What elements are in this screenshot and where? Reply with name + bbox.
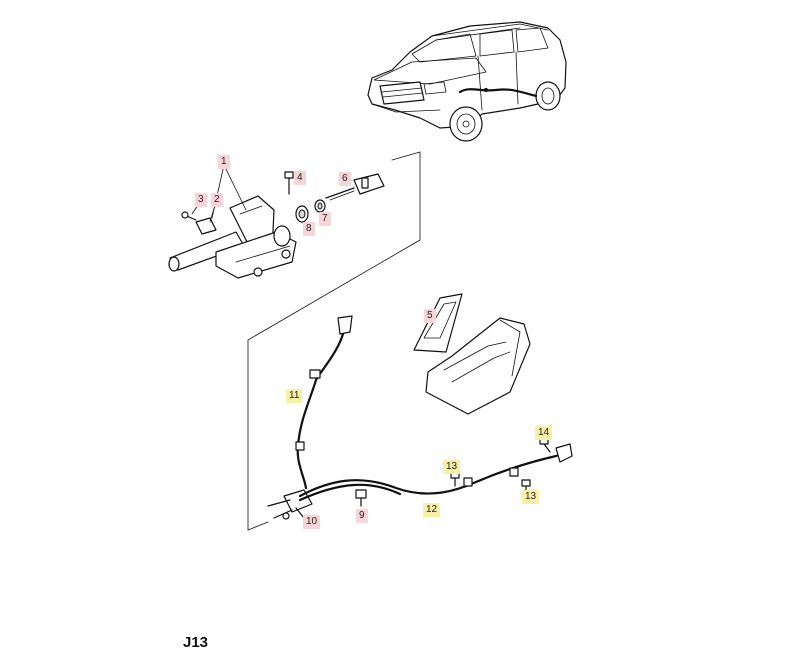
hand-brake-lever xyxy=(168,195,297,279)
console-trim xyxy=(413,293,531,415)
callout-3: 3 xyxy=(195,193,207,207)
bushing-item-7 xyxy=(314,199,326,213)
callout-6: 6 xyxy=(339,172,351,186)
assembly-frame xyxy=(247,151,421,531)
callout-10: 10 xyxy=(303,515,321,529)
adjuster-rod-item-6 xyxy=(325,173,385,201)
rear-cable-item-12 xyxy=(298,443,573,502)
callout-1: 1 xyxy=(218,155,230,169)
callout-4: 4 xyxy=(294,171,306,185)
callout-9: 9 xyxy=(356,509,368,523)
diagram-code: J13 xyxy=(183,634,209,651)
callout-5: 5 xyxy=(424,309,436,323)
nut-item-8 xyxy=(295,205,309,223)
callout-13-lower: 13 xyxy=(522,490,540,504)
nut-item-9 xyxy=(355,489,367,507)
callout-7: 7 xyxy=(319,212,331,226)
callout-14: 14 xyxy=(535,426,553,440)
equalizer-item-10 xyxy=(267,489,313,529)
bolt-item-4 xyxy=(284,171,294,195)
callout-12: 12 xyxy=(423,503,441,517)
bolt-item-13-upper xyxy=(450,471,460,487)
bolt-item-14 xyxy=(539,437,551,453)
callout-11: 11 xyxy=(286,389,303,403)
callout-13-upper: 13 xyxy=(443,460,461,474)
front-cable-item-11 xyxy=(295,315,353,490)
vehicle-illustration xyxy=(367,21,567,142)
callout-8: 8 xyxy=(303,222,315,236)
callout-2: 2 xyxy=(211,193,223,207)
